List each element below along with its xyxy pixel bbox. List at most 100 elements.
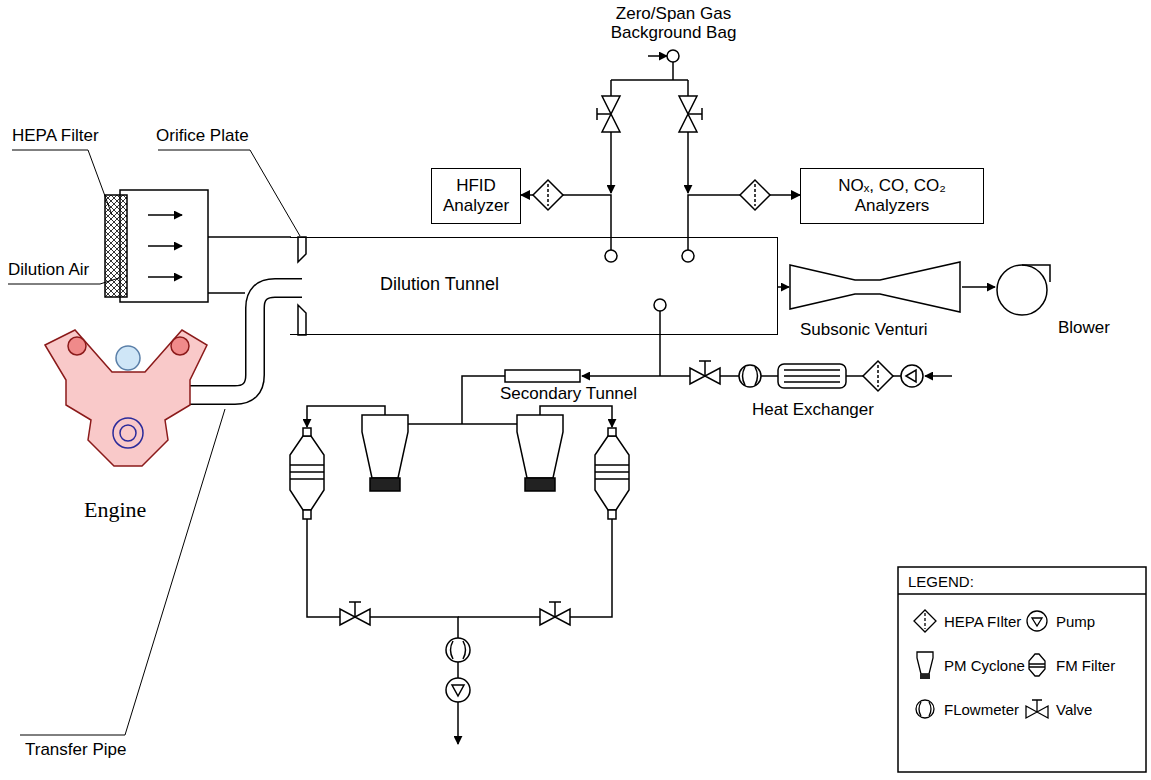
- particle-sampling-train: [517, 415, 563, 478]
- legend-symbol: [914, 610, 936, 632]
- particle-sampling-train: [446, 638, 470, 662]
- legend-symbol: [924, 613, 925, 629]
- legend-entry: FM Filter: [1024, 650, 1115, 680]
- part-label: Secondary Tunnel: [500, 384, 637, 404]
- secondary-dilution-line: [846, 375, 863, 377]
- particle-sampling-train: [307, 406, 385, 427]
- legend-text: PM Cyclone: [944, 657, 1025, 674]
- node-text: Dilution Tunnel: [380, 274, 499, 294]
- legend-symbol: [1032, 700, 1042, 712]
- secondary-dilution-line: [901, 365, 923, 387]
- secondary-dilution-line: [778, 364, 846, 388]
- secondary-dilution-line: [739, 365, 761, 387]
- legend-symbol: [1029, 664, 1045, 667]
- particle-sampling-train: [540, 406, 612, 427]
- sample-line: [688, 195, 800, 237]
- legend-text: Pump: [1056, 613, 1095, 630]
- particle-sampling-train: [370, 478, 400, 491]
- legend-symbol: [1027, 611, 1047, 631]
- particle-sampling-train: [457, 702, 459, 744]
- legend-text: Valve: [1056, 701, 1092, 718]
- legend-entry: FLowmeter: [912, 694, 1019, 724]
- venturi-blower: [778, 286, 789, 288]
- legend-text: FM Filter: [1056, 657, 1115, 674]
- dilution-air-box: [148, 245, 182, 247]
- sample-probe: [682, 250, 694, 262]
- legend-symbol: [920, 674, 930, 679]
- legend-box: [898, 593, 1146, 595]
- particle-sampling-train: [549, 602, 561, 617]
- part-label: Blower: [1058, 318, 1110, 338]
- engine-drawing: [45, 330, 207, 466]
- background-bag-lines: [648, 55, 667, 57]
- leader-line: [158, 150, 300, 236]
- venturi-blower: [1022, 265, 1050, 282]
- background-bag-lines: [688, 108, 702, 120]
- transfer-pipe: [185, 288, 303, 395]
- dilution-tunnel: Dilution Tunnel: [290, 237, 778, 335]
- system-illustration: [8, 50, 1146, 772]
- node-text: HFID Analyzer: [439, 176, 513, 216]
- dilution-air-box: [148, 276, 182, 278]
- legend-symbol: [1024, 606, 1050, 636]
- particle-sampling-train: [595, 465, 629, 479]
- part-label: Engine: [84, 500, 146, 520]
- particle-sampling-train: [608, 428, 616, 436]
- secondary-dilution-line: [505, 370, 580, 382]
- secondary-dilution-line: [906, 370, 916, 382]
- secondary-dilution-line: [743, 367, 758, 385]
- particle-sampling-train: [303, 510, 311, 519]
- legend-symbol: [912, 694, 938, 724]
- legend-entry: Valve: [1024, 694, 1092, 724]
- sample-line: [521, 195, 611, 237]
- part-label: HEPA Filter: [12, 126, 99, 146]
- background-bag-lines: [687, 80, 689, 96]
- particle-sampling-train: [595, 436, 629, 510]
- background-bag-lines: [667, 50, 679, 62]
- dilution-air-box: [208, 236, 291, 238]
- legend-box: [898, 567, 1146, 772]
- analyzer-box: NOₓ, CO, CO₂ Analyzers: [800, 168, 984, 224]
- engine-drawing: [116, 346, 140, 370]
- particle-sampling-train: [457, 662, 459, 678]
- engine-drawing: [120, 425, 136, 441]
- secondary-dilution-line: [784, 370, 840, 382]
- background-bag-lines: [597, 108, 611, 120]
- leader-line: [20, 409, 225, 735]
- hepa-filter-symbol: [547, 184, 549, 206]
- node-text: NOₓ, CO, CO₂ Analyzers: [808, 176, 976, 216]
- orifice-plate: [298, 305, 306, 335]
- leader-line: [12, 150, 112, 215]
- venturi-blower: [962, 286, 995, 288]
- part-label: Heat Exchanger: [752, 400, 874, 420]
- hepa-filter-symbol: [740, 180, 770, 210]
- particle-sampling-train: [290, 436, 324, 510]
- sample-probe: [605, 250, 617, 262]
- dilution-air-box: [208, 292, 245, 294]
- secondary-dilution-line: [699, 361, 711, 376]
- dilution-air-box: [120, 190, 208, 302]
- background-bag-lines: [597, 50, 702, 193]
- secondary-dilution-line: [582, 375, 690, 377]
- legend-symbol: [916, 700, 934, 718]
- background-bag-lines: [672, 62, 674, 80]
- particle-sampling-train: [525, 478, 555, 491]
- venturi-blower: [790, 262, 960, 312]
- orifice-plate: [298, 237, 306, 262]
- legend-symbol: [912, 606, 938, 636]
- sample-probe: [659, 311, 661, 376]
- particle-sampling-train: [451, 641, 466, 659]
- legend-symbol: [919, 702, 931, 716]
- secondary-dilution-line: [877, 365, 879, 387]
- background-bag-lines: [610, 80, 612, 96]
- hepa-filter-symbol: [533, 180, 770, 210]
- particle-sampling-train: [446, 678, 470, 702]
- particle-sampling-train: [608, 510, 616, 519]
- legend-symbol: [912, 650, 938, 680]
- legend-text: HEPA FIlter: [944, 613, 1021, 630]
- part-label: Orifice Plate: [156, 126, 249, 146]
- leader-line: [8, 150, 300, 735]
- transfer-pipe: [185, 288, 303, 395]
- background-bag-lines: [611, 79, 688, 81]
- analyzer-box: HFID Analyzer: [431, 168, 521, 224]
